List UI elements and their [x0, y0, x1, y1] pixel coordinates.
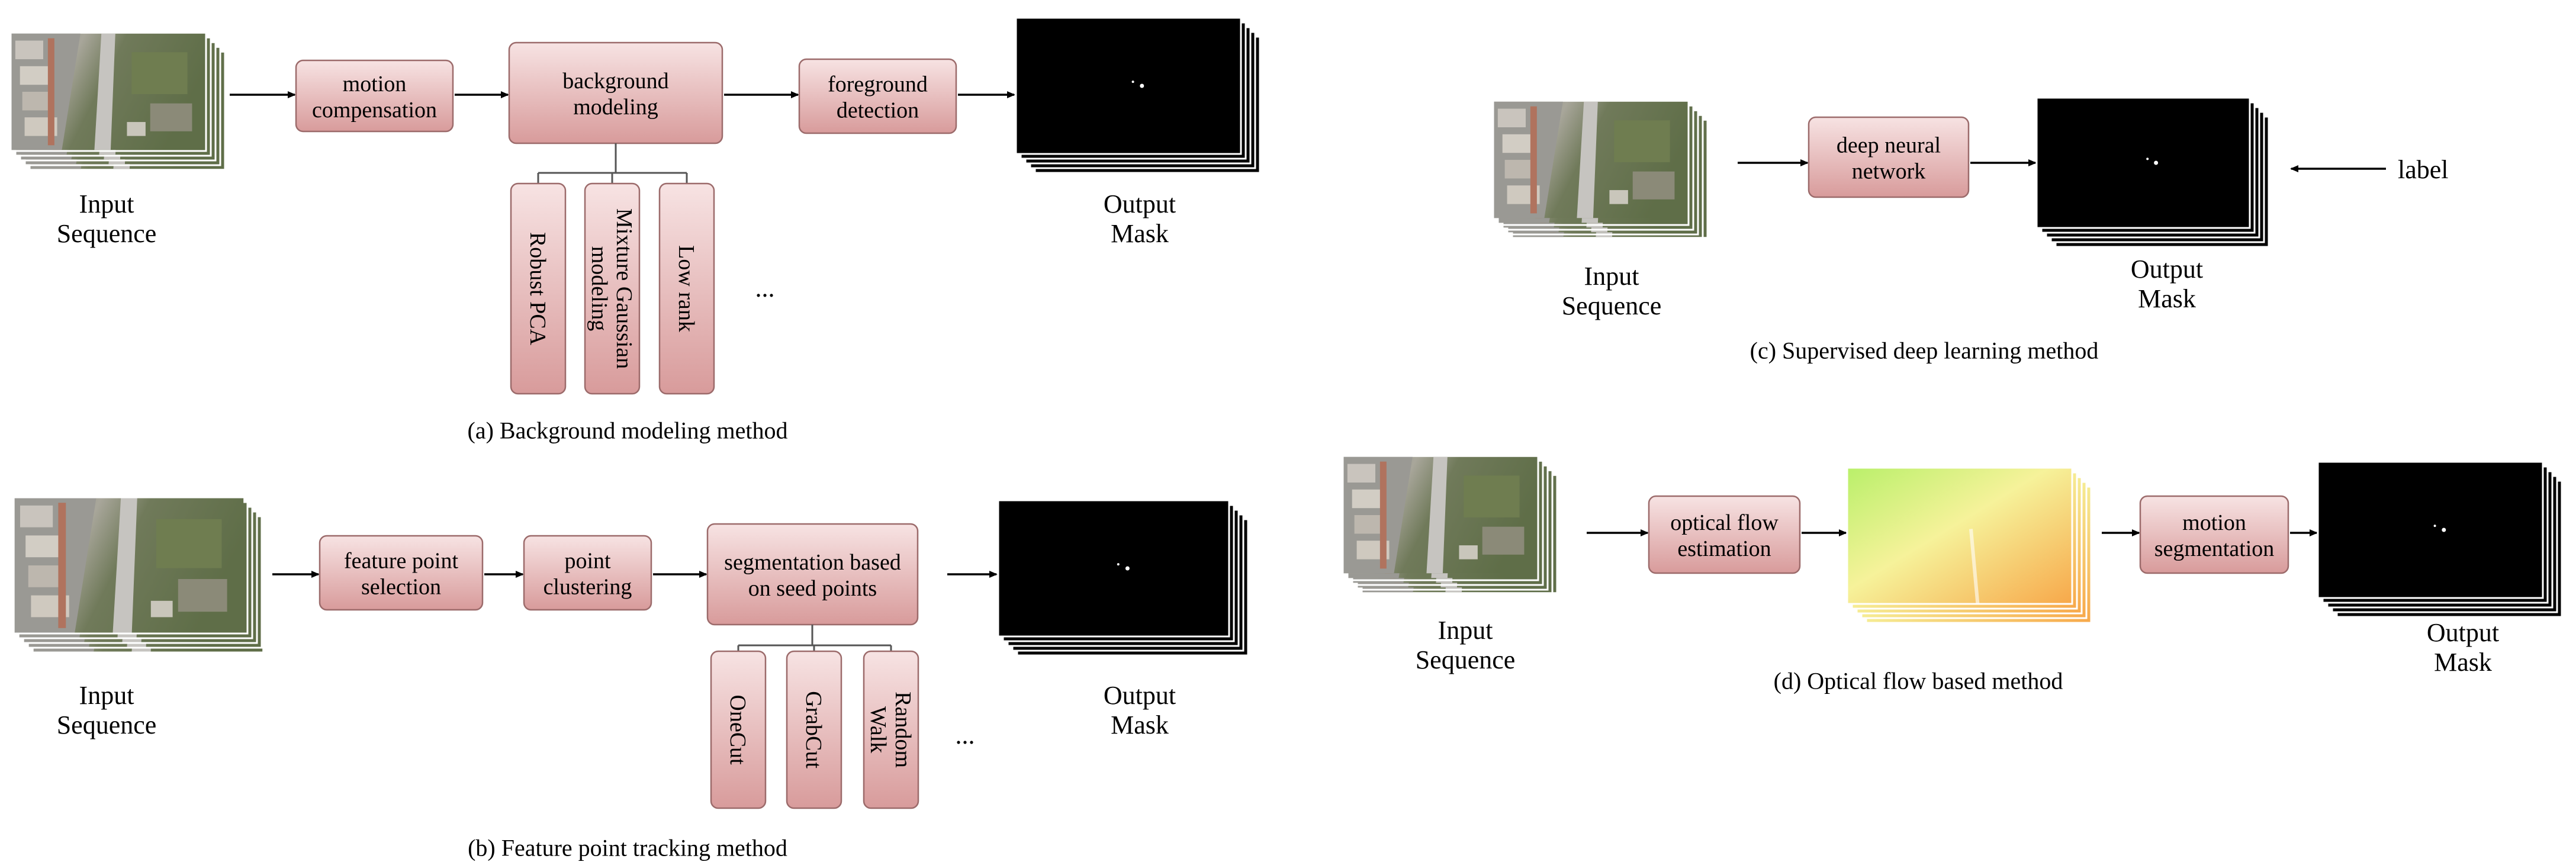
panel-a-output-mask-stack — [1015, 17, 1261, 174]
panel-a-sub-mixture-gaussian-label: Mixture Gaussianmodeling — [587, 208, 636, 369]
panel-a-sub-low-rank: Low rank — [658, 182, 715, 395]
panel-a-sub-mixture-gaussian: Mixture Gaussianmodeling — [584, 182, 641, 395]
panel-a-motion-compensation-box-shape — [295, 59, 454, 133]
panel-d-optical-flow-estimation-box-shape — [1648, 495, 1801, 574]
panel-b-sub-grabcut: GrabCut — [786, 650, 842, 809]
panel-a-sub-low-rank-shape — [658, 182, 715, 395]
panel-b-output-mask-stack — [997, 499, 1249, 657]
panel-a-ellipsis: ... — [755, 274, 775, 303]
panel-a-input-stack — [9, 31, 226, 171]
panel-b-sub-grabcut-label: GrabCut — [801, 691, 826, 768]
panel-b-feature-point-selection-box-shape — [319, 535, 484, 611]
panel-a-sub-mixture-gaussian-shape — [584, 182, 641, 395]
panel-a-foreground-detection-box-shape — [798, 58, 957, 134]
panel-b-sub-onecut-label: OneCut — [725, 694, 750, 765]
panel-b-sub-grabcut-shape — [786, 650, 842, 809]
panel-b-sub-onecut-shape — [710, 650, 767, 809]
panel-b-caption: (b) Feature point tracking method — [468, 834, 787, 861]
panel-b-ellipsis: ... — [956, 721, 975, 750]
panel-d-flow-stack — [1846, 467, 2092, 624]
panel-d-caption: (d) Optical flow based method — [1774, 667, 2063, 694]
panel-a-caption: (a) Background modeling method — [468, 417, 788, 443]
panel-a-sub-low-rank-label: Low rank — [674, 245, 699, 332]
panel-c-deep-neural-network-box-shape — [1808, 116, 1970, 198]
panel-b-sub-random-walk: RandomWalk — [863, 650, 919, 809]
panel-d-input-stack — [1342, 449, 1558, 600]
panel-a-sub-robust-pca-label: Robust PCA — [525, 232, 550, 346]
panel-b-sub-random-walk-label: RandomWalk — [866, 692, 915, 768]
panel-b-point-clustering-box-shape — [523, 535, 652, 611]
panel-a-sub-robust-pca-shape — [510, 182, 567, 395]
panel-c-caption: (c) Supervised deep learning method — [1750, 337, 2099, 364]
panel-b-sub-random-walk-shape — [863, 650, 919, 809]
panel-a-connector — [537, 143, 688, 184]
panel-b-sub-onecut: OneCut — [710, 650, 767, 809]
panel-a-sub-robust-pca: Robust PCA — [510, 182, 567, 395]
panel-c-input-stack — [1492, 94, 1709, 245]
panel-d-output-mask-stack — [2317, 461, 2563, 618]
panel-c-side-label: label — [2398, 155, 2449, 184]
panel-d-motion-segmentation-box-shape — [2139, 495, 2289, 574]
panel-c-output-mask-stack — [2035, 97, 2270, 248]
panel-b-input-stack — [9, 496, 268, 654]
